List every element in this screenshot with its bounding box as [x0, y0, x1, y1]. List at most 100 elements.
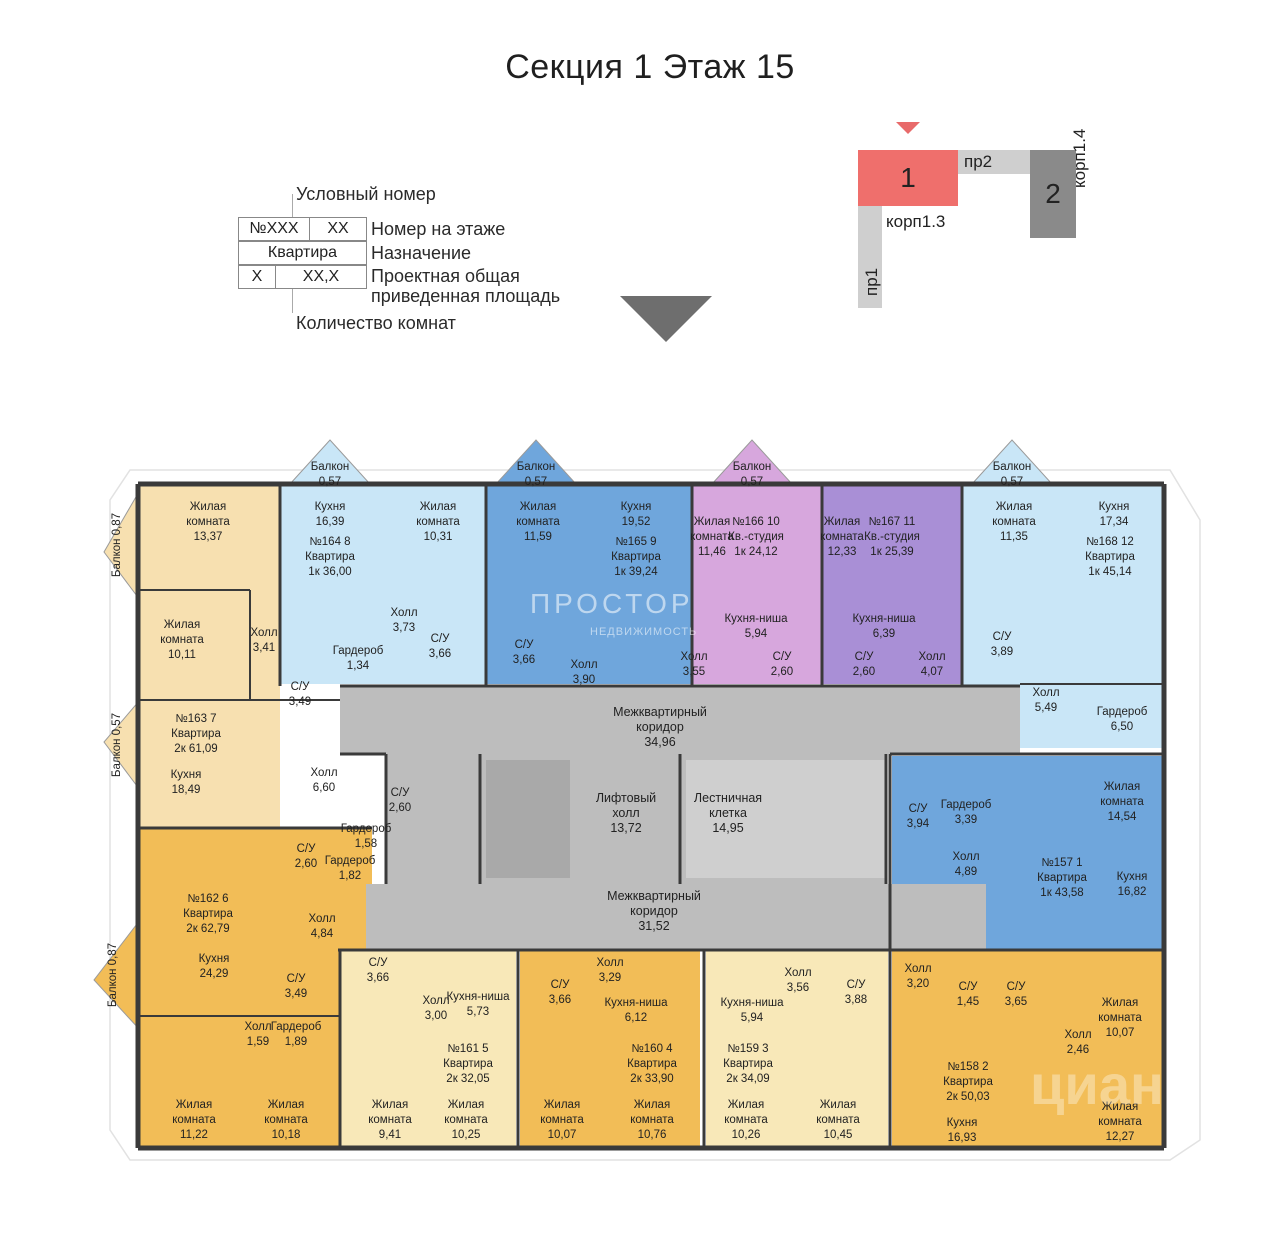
keymap-pr1-block [858, 206, 882, 308]
balcony-label-7: Балкон 0,87 [107, 943, 119, 1007]
watermark-cian: циан [1030, 1053, 1164, 1116]
lift-shaft [486, 760, 570, 878]
balcony-label-5: Балкон 0,87 [111, 513, 123, 577]
balcony-label-6: Балкон 0,57 [111, 713, 123, 777]
legend-leader [292, 194, 293, 218]
legend-purpose: Назначение [371, 243, 472, 263]
section-keymap: 1 пр2 2 корп1.4 пр1 корп1.3 [840, 118, 1120, 318]
legend-box-rooms: X [238, 265, 276, 289]
entrance-arrow-icon [620, 296, 712, 342]
apt-162-fill [140, 828, 372, 1146]
legend-box-floor-number: XX [309, 217, 367, 241]
keymap-section-2: 2 [1030, 150, 1076, 238]
plan-title: Секция 1 Этаж 15 [505, 48, 795, 86]
apt-164-fill [280, 486, 486, 684]
legend-conditional-number: Условный номер [296, 184, 436, 204]
keymap-pr2-block [958, 150, 1030, 174]
watermark-prostor: ПРОСТОР [530, 588, 694, 619]
legend-box-area: XX,X [275, 265, 367, 289]
legend-box-purpose: Квартира [238, 241, 367, 265]
apt-160-fill [520, 950, 700, 1146]
plan-outline [109, 469, 1201, 1161]
plan-background [109, 469, 1201, 1161]
apt-159-fill [706, 950, 888, 1146]
keymap-section-1: 1 [858, 150, 958, 206]
plan-walls [135, 481, 1167, 1151]
apt-166-fill [692, 486, 822, 684]
legend-floor-number: Номер на этаже [371, 219, 506, 239]
legend-rooms-count: Количество комнат [296, 313, 456, 333]
corridor-bottom [366, 884, 986, 950]
legend-area-line1: Проектная общая [371, 266, 520, 286]
apt-167-fill [822, 486, 962, 684]
legend-area-line2: приведенная площадь [371, 286, 561, 306]
legend-box-number: №XXX [238, 217, 310, 241]
apt-158-fill [892, 950, 1162, 1146]
corridor-top [340, 686, 1020, 754]
